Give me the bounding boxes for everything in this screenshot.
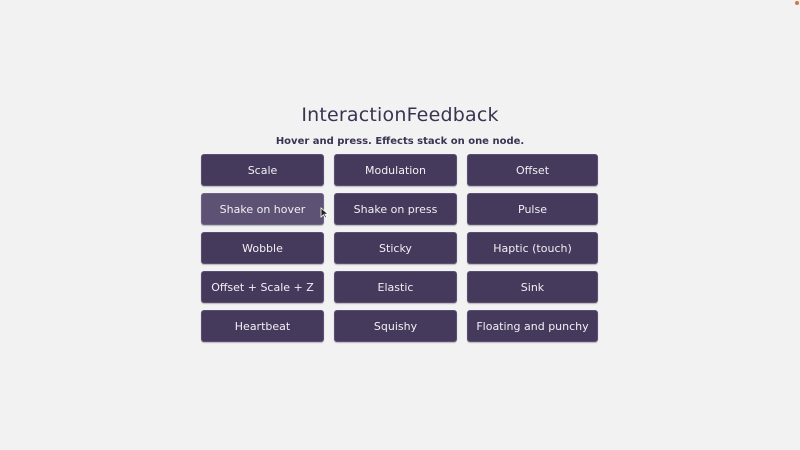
heartbeat-button[interactable]: Heartbeat [201,310,324,342]
sticky-button[interactable]: Sticky [334,232,457,264]
squishy-button[interactable]: Squishy [334,310,457,342]
wobble-button[interactable]: Wobble [201,232,324,264]
mouse-pointer-icon [320,207,330,219]
shake-on-press-button[interactable]: Shake on press [334,193,457,225]
pulse-button[interactable]: Pulse [467,193,598,225]
modulation-button[interactable]: Modulation [334,154,457,186]
page-subtitle: Hover and press. Effects stack on one no… [275,136,525,147]
page-title: InteractionFeedback [301,104,499,126]
scale-button[interactable]: Scale [201,154,324,186]
offset-button[interactable]: Offset [467,154,598,186]
button-grid: Scale Modulation Offset Shake on hover S… [201,154,598,342]
sink-button[interactable]: Sink [467,271,598,303]
elastic-button[interactable]: Elastic [334,271,457,303]
offset-scale-z-button[interactable]: Offset + Scale + Z [201,271,324,303]
shake-on-hover-button[interactable]: Shake on hover [201,193,324,225]
haptic-touch-button[interactable]: Haptic (touch) [467,232,598,264]
status-dot [795,1,799,5]
floating-and-punchy-button[interactable]: Floating and punchy [467,310,598,342]
